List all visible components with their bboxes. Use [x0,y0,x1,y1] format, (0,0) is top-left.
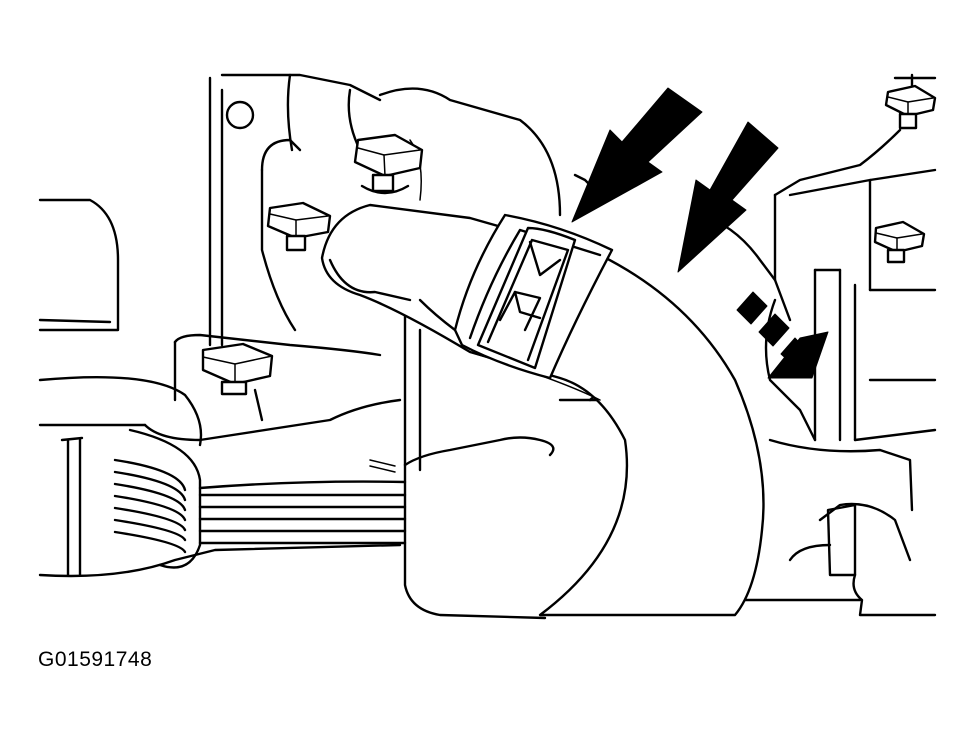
hose-clip [453,213,614,380]
figure-id-label: G01591748 [38,648,153,671]
engine-block [38,73,562,578]
bolt-middle-right [873,220,926,264]
hose-pointer-arrow [677,121,779,273]
bolt-lower-left [201,342,274,396]
ribbed-pulley [60,428,407,577]
engine-hose-clip-diagram [38,73,937,620]
bolt-upper-right [884,73,937,130]
clip-pointer-arrow [571,87,703,223]
right-bracket-assembly [573,128,937,617]
bolt-upper-left [353,133,424,195]
bolt-middle-left [266,201,332,252]
coolant-hose [320,203,765,617]
direction-dashed-arrow [736,291,829,379]
